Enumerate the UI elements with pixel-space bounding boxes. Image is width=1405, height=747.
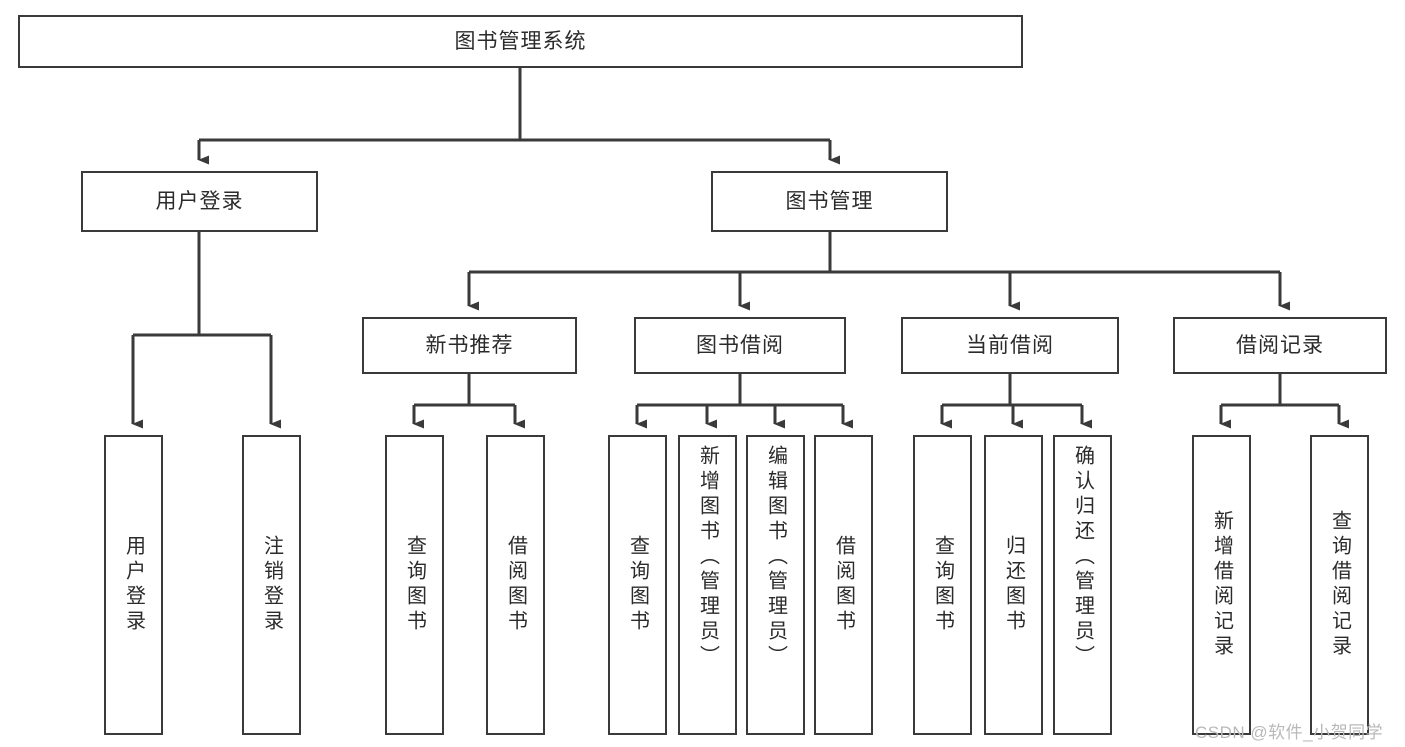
node-label: 新书推荐	[425, 333, 514, 357]
node-leaf-logout[interactable]: 注销登录	[242, 435, 301, 735]
node-leaf-return-book[interactable]: 归还图书	[984, 435, 1043, 735]
node-leaf-query-borrow-record[interactable]: 查询借阅记录	[1310, 435, 1369, 735]
node-label: 图书借阅	[696, 333, 784, 357]
node-label: 用户登录	[155, 189, 244, 213]
node-label: 借阅图书	[504, 535, 527, 635]
node-label: 用户登录	[122, 535, 145, 635]
node-user-login[interactable]: 用户登录	[81, 171, 318, 232]
node-label: 借阅记录	[1236, 333, 1324, 357]
node-current-borrow[interactable]: 当前借阅	[901, 317, 1119, 374]
node-label: 图书管理系统	[454, 29, 587, 53]
node-leaf-query-book-recommend[interactable]: 查询图书	[385, 435, 444, 735]
node-book-manage[interactable]: 图书管理	[711, 171, 948, 232]
node-label: 查询图书	[626, 535, 649, 635]
node-root-system[interactable]: 图书管理系统	[18, 15, 1023, 68]
node-label: 查询图书	[931, 535, 954, 635]
node-leaf-query-book-borrow[interactable]: 查询图书	[608, 435, 667, 735]
node-borrow-record[interactable]: 借阅记录	[1173, 317, 1387, 374]
node-new-book-recommend[interactable]: 新书推荐	[362, 317, 577, 374]
node-leaf-confirm-return-admin[interactable]: 确认归还（管理员）	[1053, 435, 1112, 735]
node-label: 查询图书	[403, 535, 426, 635]
node-label: 注销登录	[260, 535, 283, 635]
node-label: 借阅图书	[832, 535, 855, 635]
node-label: 新增图书（管理员）	[696, 445, 719, 670]
node-label: 查询借阅记录	[1328, 510, 1351, 660]
node-label: 确认归还（管理员）	[1071, 445, 1094, 670]
node-label: 新增借阅记录	[1210, 510, 1233, 660]
node-leaf-edit-book-admin[interactable]: 编辑图书（管理员）	[746, 435, 805, 735]
node-leaf-add-book-admin[interactable]: 新增图书（管理员）	[678, 435, 737, 735]
node-book-borrow[interactable]: 图书借阅	[634, 317, 846, 374]
node-label: 图书管理	[785, 189, 874, 213]
node-leaf-query-book-current[interactable]: 查询图书	[913, 435, 972, 735]
node-leaf-borrow-book[interactable]: 借阅图书	[814, 435, 873, 735]
node-label: 当前借阅	[966, 333, 1054, 357]
node-leaf-user-login[interactable]: 用户登录	[104, 435, 163, 735]
watermark-text: CSDN @软件_小贺同学	[1195, 723, 1384, 742]
node-label: 编辑图书（管理员）	[764, 445, 787, 670]
node-label: 归还图书	[1002, 535, 1025, 635]
node-leaf-add-borrow-record[interactable]: 新增借阅记录	[1192, 435, 1251, 735]
node-leaf-borrow-book-recommend[interactable]: 借阅图书	[486, 435, 545, 735]
